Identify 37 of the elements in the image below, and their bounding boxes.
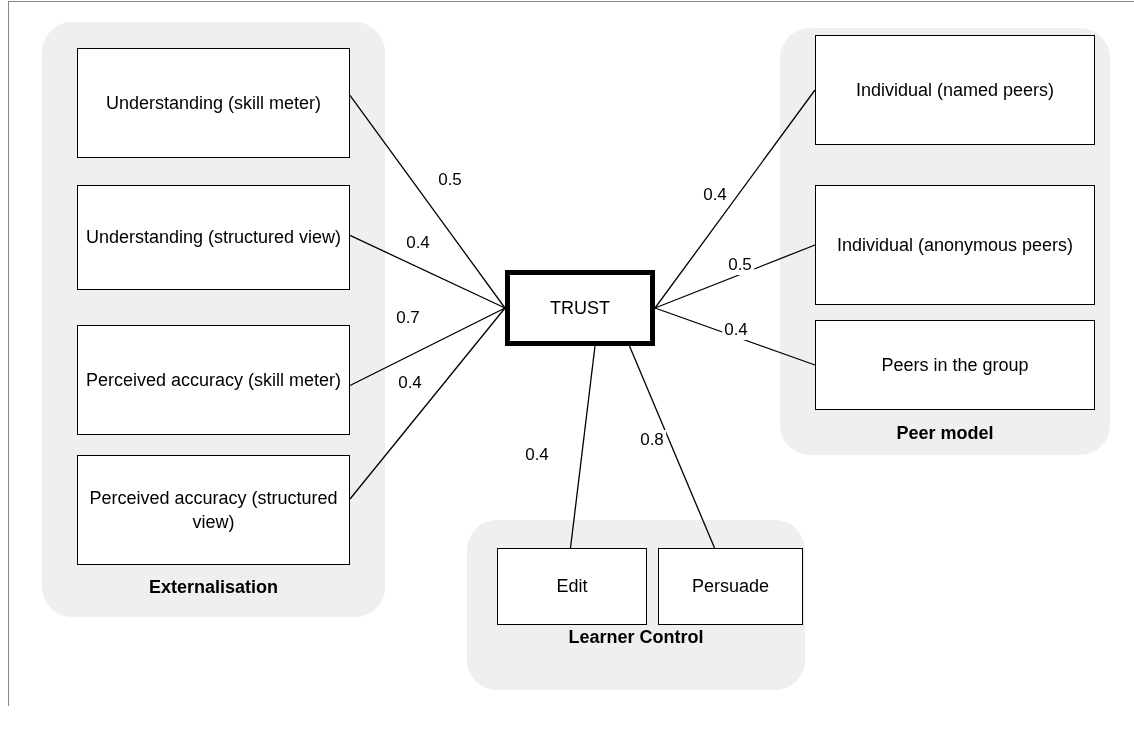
- box-label: Understanding (skill meter): [104, 91, 323, 115]
- box-label: Individual (named peers): [854, 78, 1056, 102]
- factor-box: [658, 548, 803, 625]
- connector-line: [654, 307, 816, 366]
- group-panel: [780, 28, 1110, 455]
- group-title: Learner Control: [567, 627, 705, 648]
- factor-box: [77, 325, 350, 435]
- box-label: Peers in the group: [880, 353, 1030, 377]
- connector-line: [349, 307, 506, 500]
- group-panel: [42, 22, 385, 617]
- box-label: Understanding (structured view): [84, 226, 343, 250]
- box-label: TRUST: [549, 296, 611, 320]
- box-label: Persuade: [690, 575, 771, 599]
- factor-box: [77, 185, 350, 290]
- factor-box: [815, 320, 1095, 410]
- box-label: Edit: [555, 575, 589, 599]
- factor-box: [815, 185, 1095, 305]
- central-box: [505, 270, 655, 346]
- connector-line: [349, 94, 506, 309]
- connector-line: [628, 345, 716, 549]
- group-title: Peer model: [895, 423, 995, 444]
- group-panel: [467, 520, 805, 690]
- factor-box: [815, 35, 1095, 145]
- factor-box: [497, 548, 647, 625]
- group-title: Externalisation: [147, 577, 279, 598]
- box-label: Individual (anonymous peers): [835, 233, 1075, 257]
- box-label: Perceived accuracy (structured view): [88, 486, 339, 534]
- edge-label: 0.5: [726, 255, 754, 275]
- connector-line: [569, 345, 596, 549]
- box-label: Perceived accuracy (skill meter): [84, 368, 343, 392]
- connector-line: [654, 89, 816, 309]
- factor-box: [77, 48, 350, 158]
- connector-line: [349, 234, 506, 309]
- connector-line: [349, 307, 506, 387]
- edge-label: 0.4: [722, 320, 750, 340]
- factor-box: [77, 455, 350, 565]
- connector-line: [654, 244, 816, 309]
